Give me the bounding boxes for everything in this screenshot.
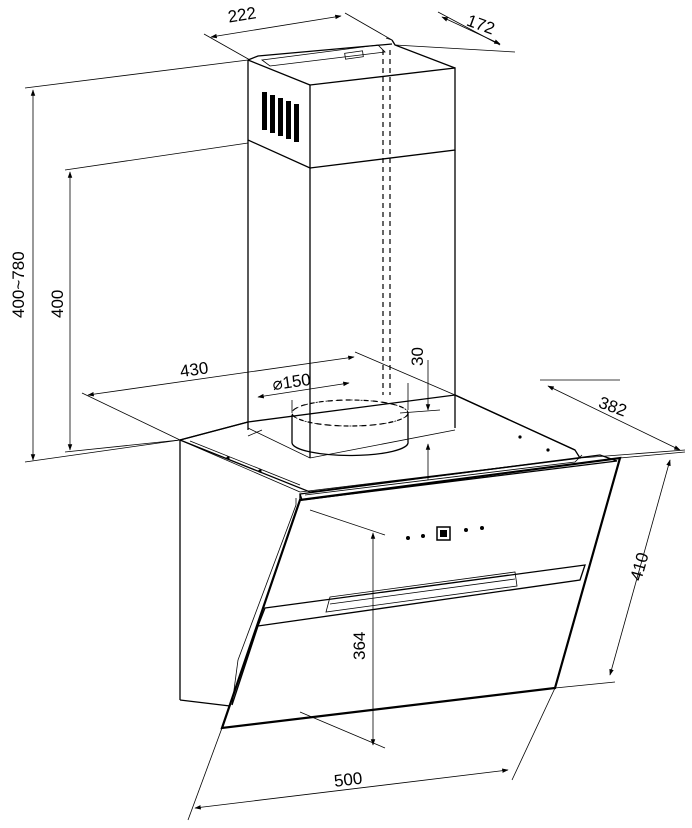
dim-outlet-height: 30	[399, 347, 441, 480]
dim-label-500: 500	[333, 769, 363, 791]
dim-label-172: 172	[464, 11, 497, 39]
dim-chimney-depth: 172	[394, 11, 516, 53]
dim-panel-vertical: 364	[299, 509, 386, 749]
duct-hidden-line	[382, 50, 391, 395]
dim-chimney-width: 222	[203, 3, 393, 61]
dim-label-400-780: 400~780	[9, 251, 28, 318]
dim-total-height: 400~780	[9, 59, 249, 463]
vent-grille	[262, 92, 299, 142]
dim-canopy-depth: 382	[540, 379, 686, 459]
duct-outlet	[291, 399, 409, 457]
dim-label-222: 222	[226, 3, 257, 26]
dim-label-364: 364	[350, 632, 369, 660]
lower-chimney	[247, 140, 456, 459]
dim-chimney-height: 400	[48, 142, 249, 453]
dim-label-410: 410	[627, 550, 653, 583]
dim-label-430: 430	[179, 358, 210, 381]
dim-label-400: 400	[48, 290, 67, 318]
dim-label-30: 30	[408, 347, 427, 366]
hood-body	[177, 394, 583, 707]
dim-label-150: ⌀150	[271, 370, 312, 394]
dim-canopy-width: 430	[81, 351, 456, 441]
dim-panel-width: 500	[187, 687, 556, 821]
dim-duct-diameter: ⌀150	[257, 370, 409, 413]
dim-label-382: 382	[596, 393, 629, 421]
top-plate	[179, 394, 576, 493]
dim-panel-slant: 410	[554, 451, 686, 689]
control-panel	[406, 526, 484, 541]
panel-air-slot	[231, 564, 586, 706]
